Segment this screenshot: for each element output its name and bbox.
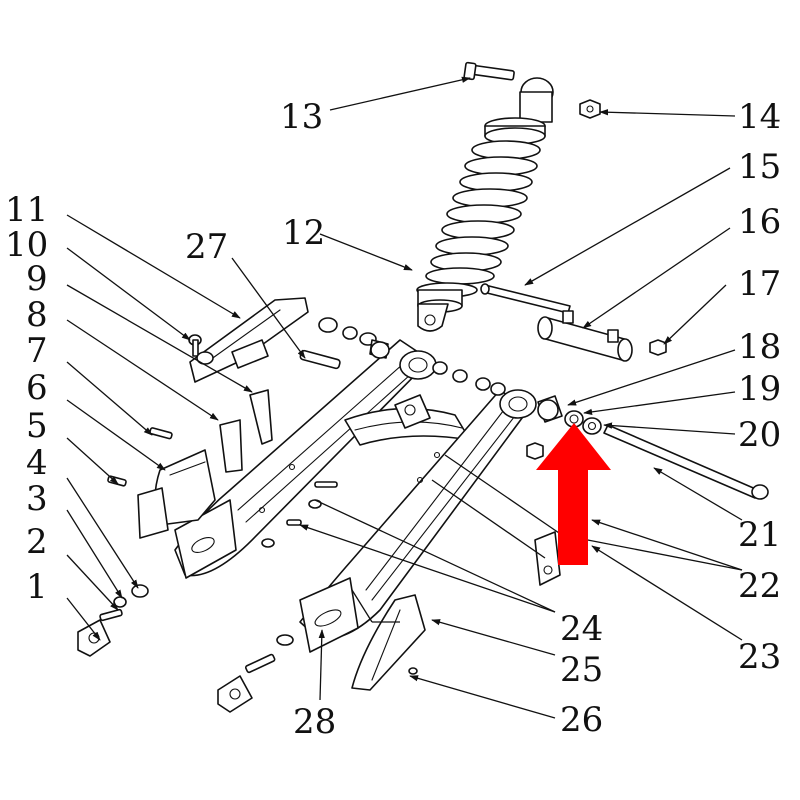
shock-absorber: [416, 61, 601, 332]
swingarm: [174, 339, 561, 653]
leader-lines: [66, 76, 743, 719]
callout-26: 26: [560, 700, 603, 740]
callout-11: 11: [5, 190, 48, 230]
callout-16: 16: [738, 202, 781, 242]
callout-22: 22: [738, 566, 781, 606]
callout-24: 24: [560, 609, 603, 649]
callout-8: 8: [26, 295, 48, 335]
callout-14: 14: [738, 97, 781, 137]
callout-1: 1: [26, 567, 48, 607]
callout-7: 7: [26, 331, 48, 371]
callout-9: 9: [26, 259, 48, 299]
callout-4: 4: [26, 443, 48, 483]
callout-15: 15: [738, 147, 781, 187]
callout-21: 21: [738, 515, 781, 555]
callout-12: 12: [282, 213, 325, 253]
callout-18: 18: [738, 327, 781, 367]
callout-6: 6: [26, 368, 48, 408]
callout-27: 27: [185, 227, 228, 267]
callout-23: 23: [738, 637, 781, 677]
callout-2: 2: [26, 522, 48, 562]
callout-10: 10: [5, 225, 48, 265]
linkage-parts: [480, 283, 667, 362]
callout-17: 17: [738, 264, 781, 304]
callout-19: 19: [738, 369, 781, 409]
callout-25: 25: [560, 650, 603, 690]
guards: [137, 297, 426, 691]
callout-5: 5: [26, 406, 48, 446]
callout-labels: 1 2 3 4 5 6 7 8 9 10 11 12 13 14 15 16 1…: [5, 97, 781, 742]
red-highlight-arrow: [536, 423, 611, 565]
callout-28: 28: [293, 702, 336, 742]
callout-3: 3: [26, 479, 48, 519]
callout-20: 20: [738, 415, 781, 455]
callout-13: 13: [280, 97, 323, 137]
